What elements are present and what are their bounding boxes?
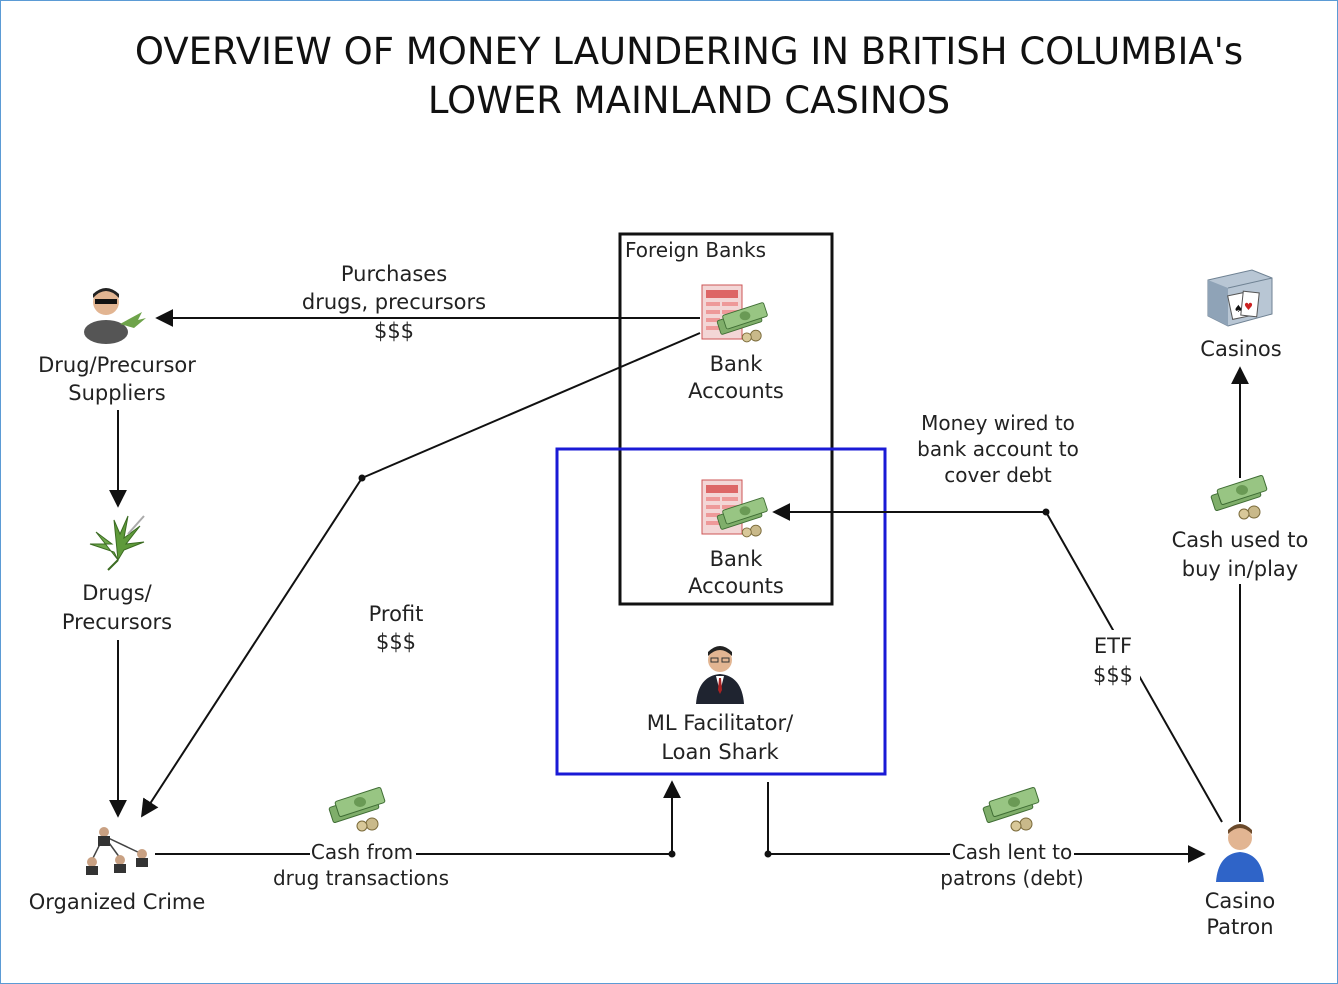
cash-from-label-line2: drug transactions xyxy=(273,866,449,890)
drug-dealer-icon xyxy=(84,288,146,344)
patron-label-line1: Casino xyxy=(1205,889,1275,913)
foreign-banks-box xyxy=(618,232,834,606)
person-icon xyxy=(1216,824,1264,882)
cash-used-label-line2: buy in/play xyxy=(1182,557,1298,581)
casino-cards-icon: ♥ ♠ xyxy=(1207,269,1273,327)
foreign-banks-label: Foreign Banks xyxy=(625,238,766,262)
junction-dot xyxy=(668,850,676,858)
bank-ledger-icon xyxy=(701,479,769,538)
businessman-icon xyxy=(696,646,744,704)
local-bank-accounts-line1: Bank xyxy=(710,547,764,571)
money-wired-label-line3: cover debt xyxy=(944,463,1052,487)
local-bank-accounts-line2: Accounts xyxy=(688,574,784,598)
casinos-label: Casinos xyxy=(1200,337,1281,361)
money-wired-label-line2: bank account to xyxy=(917,437,1079,461)
organized-crime-label: Organized Crime xyxy=(29,890,206,914)
diagram-title-line2: LOWER MAINLAND CASINOS xyxy=(428,79,950,122)
money-wired-label-line1: Money wired to xyxy=(921,411,1075,435)
profit-label-line2: $$$ xyxy=(376,630,416,654)
junction-dot xyxy=(358,474,366,482)
facilitator-label-line2: Loan Shark xyxy=(661,740,779,764)
money-stack-icon xyxy=(982,786,1040,832)
facilitator-box xyxy=(555,447,887,776)
money-stack-icon xyxy=(328,786,386,832)
edge-profit xyxy=(141,332,701,818)
cash-lent-label-line1: Cash lent to xyxy=(952,840,1073,864)
drugs-label-line2: Precursors xyxy=(62,610,172,634)
foreign-bank-accounts-line2: Accounts xyxy=(688,379,784,403)
svg-text:♥: ♥ xyxy=(1244,302,1253,313)
profit-label-line1: Profit xyxy=(369,602,424,626)
suppliers-label-line1: Drug/Precursor xyxy=(38,353,196,377)
etf-label-line2: $$$ xyxy=(1093,663,1133,687)
patron-label-line2: Patron xyxy=(1206,915,1273,939)
diagram-title-line1: OVERVIEW OF MONEY LAUNDERING IN BRITISH … xyxy=(135,30,1243,73)
crime-network-icon xyxy=(86,827,148,875)
suppliers-label-line2: Suppliers xyxy=(68,381,165,405)
purchases-label-line3: $$$ xyxy=(374,319,414,343)
cash-from-label-line1: Cash from xyxy=(311,840,413,864)
junction-dot xyxy=(764,850,772,858)
bank-ledger-icon xyxy=(701,284,769,343)
purchases-label-line1: Purchases xyxy=(341,262,447,286)
cash-used-label-line1: Cash used to xyxy=(1172,528,1309,552)
junction-dot xyxy=(1042,508,1050,516)
facilitator-label-line1: ML Facilitator/ xyxy=(647,711,794,735)
drugs-label-line1: Drugs/ xyxy=(82,581,152,605)
foreign-bank-accounts-line1: Bank xyxy=(710,352,764,376)
purchases-label-line2: drugs, precursors xyxy=(302,290,486,314)
cash-lent-label-line2: patrons (debt) xyxy=(940,866,1083,890)
cannabis-leaf-icon xyxy=(89,515,145,571)
etf-label-line1: ETF xyxy=(1094,634,1132,658)
svg-text:♠: ♠ xyxy=(1234,304,1243,315)
